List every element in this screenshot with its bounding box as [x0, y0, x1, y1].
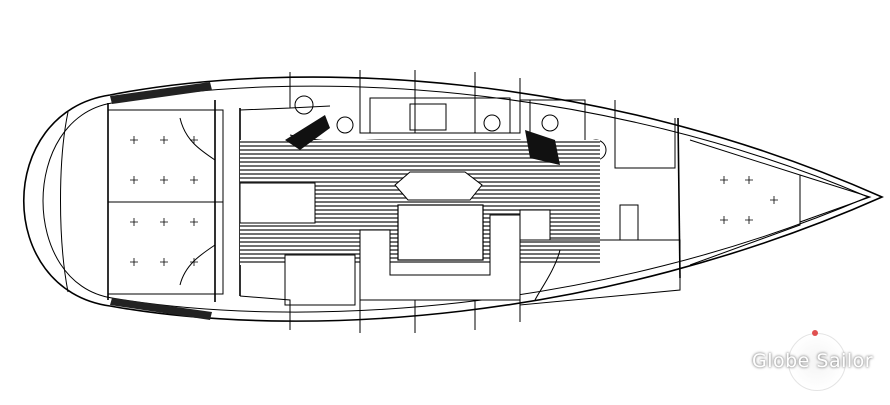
- aft-door-arc-top: [179, 117, 216, 161]
- aft-berth-port: [107, 109, 224, 203]
- watermark-logo: Globe Sailor: [752, 350, 874, 372]
- saloon-table-top: [394, 171, 483, 201]
- hull-shadow-top: [110, 82, 212, 104]
- bottom-cabinets: [239, 295, 521, 333]
- sink-3: [541, 114, 559, 132]
- saloon-table: [397, 204, 484, 261]
- settee-stbd: [519, 209, 551, 241]
- aft-berth-starboard: [107, 201, 224, 295]
- hull-shadow-bottom: [110, 298, 212, 320]
- aft-door-arc-bottom: [179, 244, 216, 286]
- hull-outline: [23, 76, 884, 322]
- watermark-compass-icon: [788, 333, 846, 391]
- fwd-stbd-cabin: [519, 239, 681, 306]
- berth-cushion-marks: [130, 136, 778, 266]
- galley-counter: [369, 97, 511, 134]
- aft-bulkhead: [107, 100, 241, 302]
- nav-seat: [239, 182, 316, 224]
- fwd-seat: [619, 204, 639, 241]
- companion-step-shadow: [285, 115, 330, 150]
- watermark-dot-icon: [812, 330, 818, 336]
- transom-line: [60, 111, 69, 293]
- hull-inner: [42, 85, 870, 313]
- vberth: [689, 139, 801, 266]
- chain-locker: [799, 174, 872, 223]
- sink-2: [483, 114, 501, 132]
- stove: [409, 103, 447, 131]
- settee-u: [359, 214, 521, 301]
- chart-table: [284, 254, 356, 306]
- galley-shadow: [525, 130, 560, 165]
- toilet-aft: [294, 95, 314, 115]
- sink-1: [336, 116, 354, 134]
